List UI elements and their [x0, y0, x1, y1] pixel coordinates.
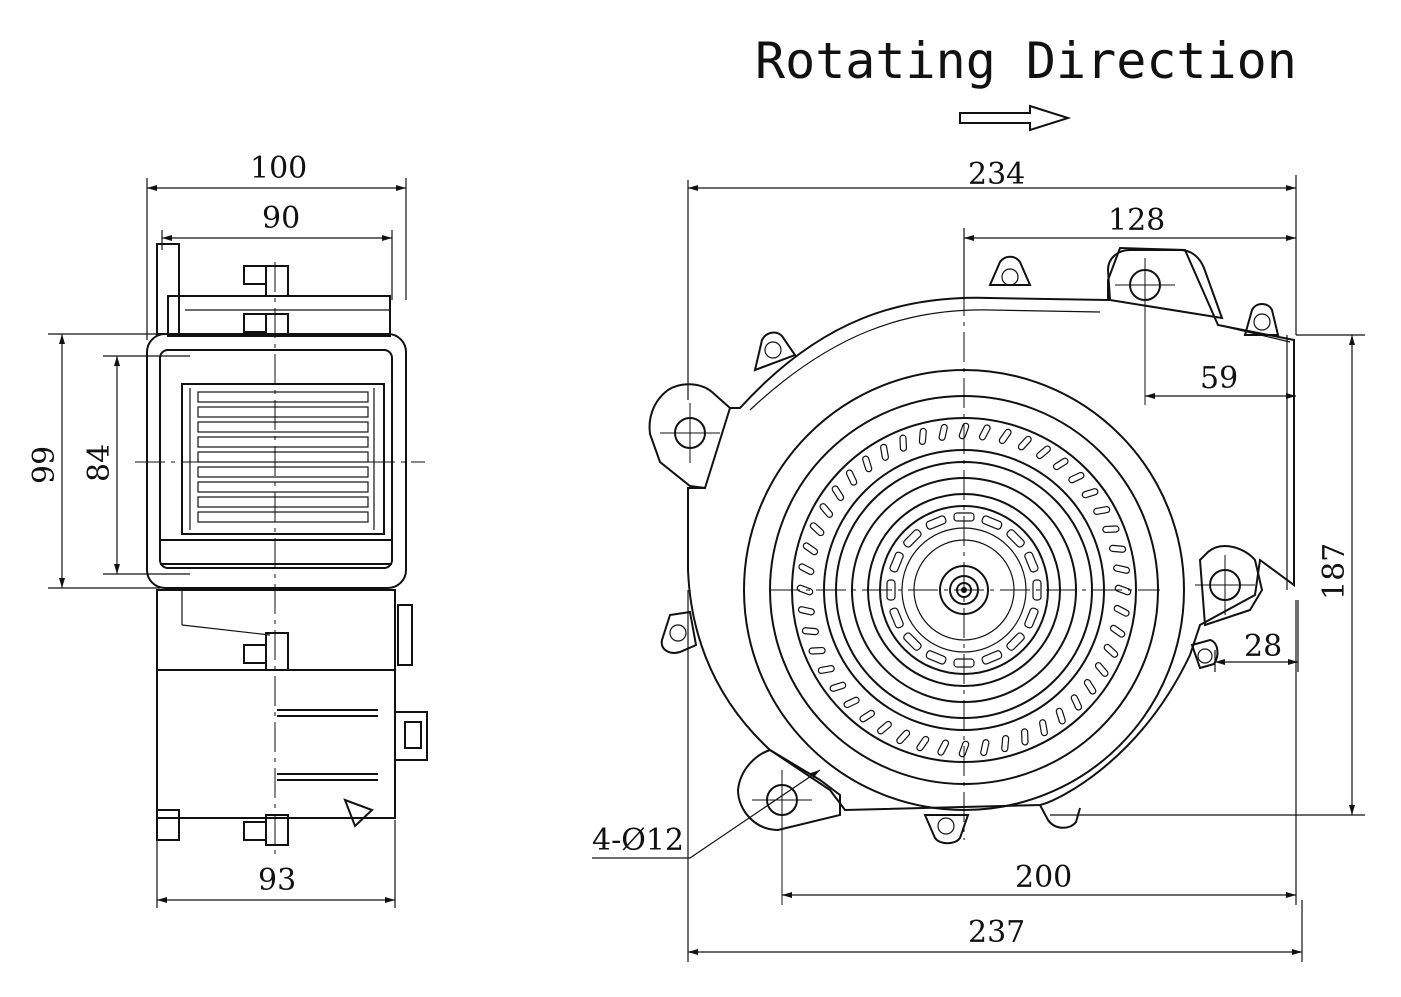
impeller-blade [859, 709, 876, 723]
impeller-blade [845, 469, 858, 486]
impeller-blade [809, 522, 825, 537]
dim-front-height: 187 [1317, 543, 1352, 600]
impeller-blade [1039, 719, 1048, 737]
impeller-blade-ring [796, 422, 1132, 758]
dim-front-hole-spacing: 200 [1015, 860, 1072, 895]
impeller-blade [1109, 624, 1126, 638]
rotating-direction-title: Rotating Direction [755, 32, 1297, 90]
impeller-blade [1052, 457, 1069, 471]
impeller-blade [1020, 728, 1029, 746]
impeller-blade [880, 443, 889, 461]
impeller-blade [1070, 694, 1083, 711]
rotor-slot [1006, 632, 1025, 651]
impeller-blade [998, 428, 1012, 445]
rotor-slot [903, 529, 922, 548]
impeller-blade [1114, 584, 1132, 596]
impeller-blade [1113, 604, 1130, 617]
dim-front-width-bottom: 237 [968, 915, 1025, 950]
rotor-slot [1024, 607, 1039, 629]
rotor-slot-ring [886, 512, 1042, 668]
impeller-blades [189, 388, 375, 530]
impeller-blade [829, 681, 847, 692]
rotor-slot [981, 515, 1003, 530]
dim-side-width-overall: 100 [250, 151, 307, 186]
impeller-blade [819, 503, 834, 518]
dim-side-width-inner: 90 [262, 201, 300, 236]
rotor-slot [1032, 579, 1042, 601]
impeller-blade [1017, 435, 1032, 451]
impeller-blade [798, 563, 815, 576]
impeller-blade [1055, 707, 1066, 725]
impeller-blade [1102, 525, 1120, 534]
impeller-blade [1036, 445, 1051, 460]
impeller-blade [802, 542, 819, 556]
dim-mounting-holes: 4-Ø12 [592, 823, 684, 858]
impeller-blade [1109, 544, 1127, 553]
rotor-slot [925, 515, 947, 530]
impeller-blade [797, 606, 815, 616]
side-view: 100 90 [27, 151, 428, 908]
impeller-blade [1103, 643, 1119, 658]
dim-front-outlet-offset: 59 [1200, 361, 1238, 396]
dim-front-width-outlet: 128 [1108, 203, 1165, 238]
impeller-blade [918, 427, 927, 445]
impeller-blade [862, 455, 873, 473]
impeller-blade [796, 584, 814, 596]
impeller-blade [938, 423, 948, 441]
impeller-blade [817, 665, 835, 674]
impeller-blade [1093, 506, 1111, 515]
rotor-slot [925, 650, 947, 665]
impeller-blade [843, 696, 860, 709]
impeller-blade [801, 627, 819, 636]
impeller-blade [1081, 488, 1099, 499]
impeller-blade [899, 434, 908, 452]
impeller-blade [958, 422, 970, 440]
impeller-blade [980, 739, 990, 757]
impeller-blade [896, 729, 911, 745]
rotor-slot [1006, 529, 1025, 548]
impeller-blade [1113, 564, 1131, 574]
impeller-blade [1001, 735, 1010, 753]
impeller-blade [831, 485, 845, 502]
rotor-slot [889, 607, 904, 629]
impeller-blade [1068, 471, 1085, 484]
impeller-blade [958, 740, 970, 758]
dim-front-width-overall: 234 [968, 157, 1025, 192]
rotating-direction-arrow-icon [959, 104, 1072, 132]
dim-side-height-inner: 84 [82, 444, 117, 482]
impeller-blade [877, 720, 892, 735]
rotor-slot [889, 551, 904, 573]
impeller-blade [1094, 662, 1109, 677]
rotor-slot [1024, 551, 1039, 573]
dim-side-height-outer: 99 [27, 446, 62, 484]
impeller-blade [978, 424, 991, 441]
impeller-blade [937, 739, 950, 756]
dim-front-tab-offset: 28 [1244, 629, 1282, 664]
rotor-slot [981, 650, 1003, 665]
impeller-blade [808, 646, 826, 655]
impeller-blade [1083, 678, 1097, 695]
front-view: 234 128 [592, 157, 1365, 962]
dim-side-width-bottom: 93 [258, 863, 296, 898]
rotor-slot [903, 632, 922, 651]
eyelet-bosses [660, 255, 1280, 845]
impeller-blade [916, 735, 930, 752]
